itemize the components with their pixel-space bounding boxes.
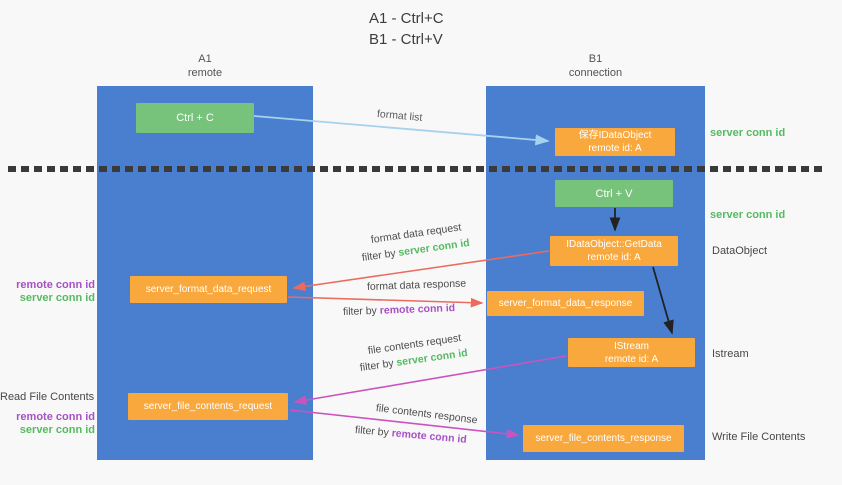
node-ctrl-v-label: Ctrl + V — [595, 187, 633, 200]
lane-a1-subtitle: remote — [187, 67, 223, 79]
left-label-read-file-contents: Read File Contents — [0, 391, 95, 403]
node-server-file-contents-response-label: server_file_contents_response — [535, 433, 672, 444]
remote-conn-id-text: remote conn id — [391, 427, 468, 446]
node-server-file-contents-response: server_file_contents_response — [523, 425, 684, 452]
edge-label-format-list: format list — [376, 108, 423, 124]
right-label-server-conn-id-mid: server conn id — [710, 209, 786, 221]
node-ctrl-c-label: Ctrl + C — [176, 112, 214, 124]
left-label-server-conn-id-top: server conn id — [19, 292, 95, 304]
edge-label-format-data-response: format data response — [366, 277, 467, 293]
lane-header-a1: A1 remote — [97, 52, 313, 80]
node-idataobject-getdata-line2: remote id: A — [587, 252, 641, 263]
remote-conn-id-text: remote conn id — [379, 302, 456, 317]
node-server-format-data-request: server_format_data_request — [130, 276, 287, 303]
node-server-file-contents-request: server_file_contents_request — [128, 393, 288, 420]
node-save-idataobject-line2: remote id: A — [588, 143, 642, 154]
right-label-server-conn-id-top: server conn id — [710, 127, 786, 139]
right-label-write-file-contents: Write File Contents — [712, 431, 806, 443]
right-label-istream: Istream — [712, 348, 749, 360]
node-istream-line2: remote id: A — [604, 353, 659, 365]
lane-header-b1: B1 connection — [486, 52, 705, 80]
node-server-file-contents-request-label: server_file_contents_request — [143, 401, 273, 412]
left-label-remote-conn-id-bottom: remote conn id — [16, 411, 95, 423]
node-server-format-data-request-label: server_format_data_request — [145, 284, 272, 295]
filter-by-text: filter by — [359, 357, 395, 374]
lane-b1-name: B1 — [588, 53, 603, 65]
lane-a1-name: A1 — [198, 53, 212, 65]
right-label-dataobject: DataObject — [712, 245, 768, 257]
diagram-title: A1 - Ctrl+C B1 - Ctrl+V — [369, 8, 444, 50]
lane-b1-subtitle: connection — [568, 67, 623, 79]
dashed-divider — [8, 166, 822, 172]
node-idataobject-getdata: IDataObject::GetData remote id: A — [550, 236, 678, 266]
node-istream: IStream remote id: A — [568, 338, 695, 367]
left-label-server-conn-id-bottom: server conn id — [19, 424, 95, 436]
filter-by-text: filter by — [354, 424, 390, 439]
node-istream-line1: IStream — [613, 340, 649, 352]
node-server-format-data-response-label: server_format_data_response — [498, 298, 633, 309]
node-ctrl-c: Ctrl + C — [136, 103, 254, 133]
node-save-idataobject-line1: 保存IDataObject — [578, 130, 652, 141]
node-server-format-data-response: server_format_data_response — [487, 291, 644, 316]
edge-label-file-contents-response: file contents response — [375, 402, 479, 427]
left-label-remote-conn-id-top: remote conn id — [16, 279, 95, 291]
node-save-idataobject: 保存IDataObject remote id: A — [555, 128, 675, 156]
node-ctrl-v: Ctrl + V — [555, 180, 673, 207]
filter-by-text: filter by — [342, 304, 378, 318]
title-line-1: A1 - Ctrl+C — [369, 10, 444, 27]
filter-by-text: filter by — [361, 247, 397, 264]
node-idataobject-getdata-line1: IDataObject::GetData — [566, 239, 662, 250]
title-line-2: B1 - Ctrl+V — [369, 31, 443, 48]
